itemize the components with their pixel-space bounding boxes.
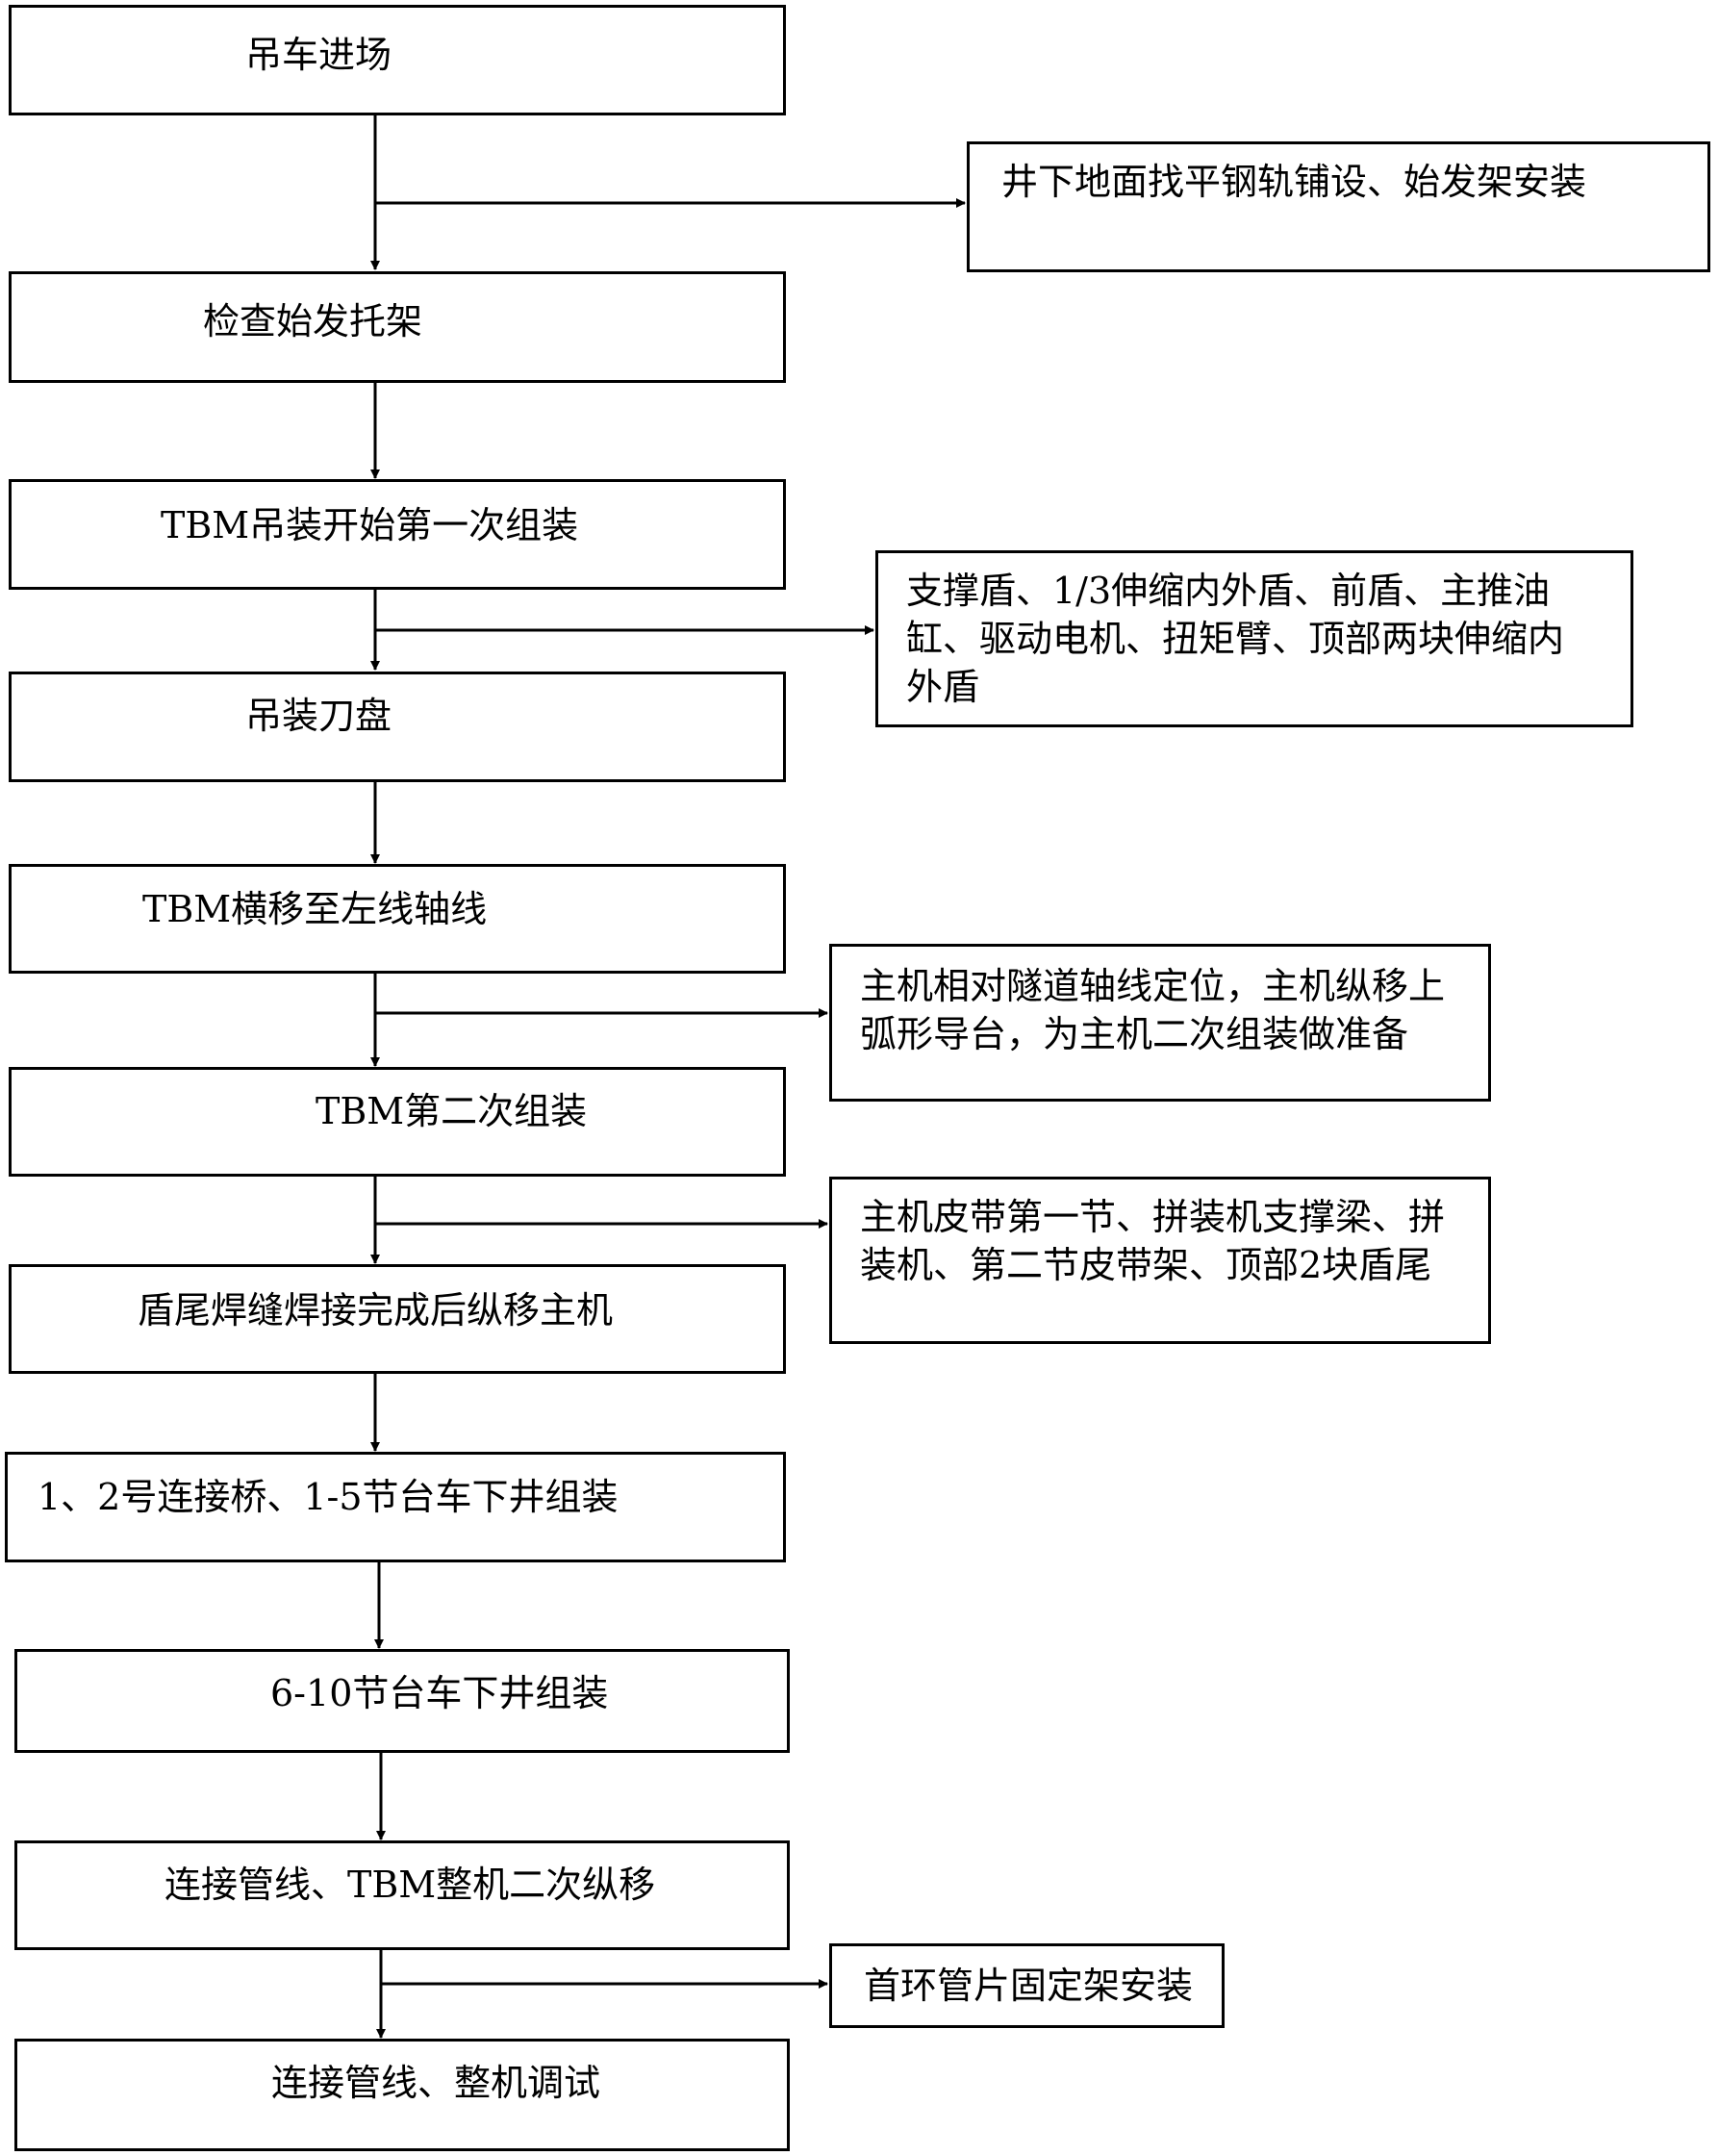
step-box: 连接管线、TBM整机二次纵移 [14, 1840, 790, 1950]
step-label: 1、2号连接桥、1-5节台车下井组装 [38, 1476, 619, 1518]
step-box: 吊车进场 [9, 5, 786, 115]
step-box: TBM吊装开始第一次组装 [9, 479, 786, 590]
step-label: TBM第二次组装 [316, 1090, 588, 1132]
note-text: 井下地面找平钢轨铺设、始发架安装 [1001, 161, 1587, 203]
note-text: 首环管片固定架安装 [864, 1965, 1194, 2007]
step-box: 6-10节台车下井组装 [14, 1649, 790, 1753]
note-box: 支撑盾、1/3伸缩内外盾、前盾、主推油缸、驱动电机、扭矩臂、顶部两块伸缩内外盾 [875, 550, 1633, 727]
step-label: 吊车进场 [245, 34, 392, 76]
step-label: 吊装刀盘 [245, 695, 392, 737]
step-label: 盾尾焊缝焊接完成后纵移主机 [138, 1289, 614, 1332]
note-text: 主机相对隧道轴线定位，主机纵移上弧形导台，为主机二次组装做准备 [860, 965, 1446, 1055]
step-label: TBM横移至左线轴线 [142, 888, 488, 930]
step-box: TBM第二次组装 [9, 1067, 786, 1177]
step-box: 1、2号连接桥、1-5节台车下井组装 [5, 1452, 786, 1562]
note-text: 主机皮带第一节、拼装机支撑梁、拼装机、第二节皮带架、顶部2块盾尾 [860, 1196, 1446, 1286]
note-box: 井下地面找平钢轨铺设、始发架安装 [967, 141, 1710, 272]
step-box: 盾尾焊缝焊接完成后纵移主机 [9, 1264, 786, 1374]
step-box: 检查始发托架 [9, 271, 786, 383]
step-box: 连接管线、整机调试 [14, 2039, 790, 2151]
note-text: 支撑盾、1/3伸缩内外盾、前盾、主推油缸、驱动电机、扭矩臂、顶部两块伸缩内外盾 [906, 570, 1565, 708]
step-label: 连接管线、整机调试 [271, 2062, 601, 2104]
step-box: 吊装刀盘 [9, 672, 786, 782]
step-box: TBM横移至左线轴线 [9, 864, 786, 974]
step-label: 检查始发托架 [203, 300, 423, 342]
note-box: 主机相对隧道轴线定位，主机纵移上弧形导台，为主机二次组装做准备 [829, 944, 1491, 1102]
note-box: 主机皮带第一节、拼装机支撑梁、拼装机、第二节皮带架、顶部2块盾尾 [829, 1177, 1491, 1344]
step-label: 6-10节台车下井组装 [270, 1672, 609, 1714]
note-box: 首环管片固定架安装 [829, 1943, 1225, 2028]
step-label: 连接管线、TBM整机二次纵移 [164, 1864, 656, 1906]
step-label: TBM吊装开始第一次组装 [161, 504, 579, 546]
